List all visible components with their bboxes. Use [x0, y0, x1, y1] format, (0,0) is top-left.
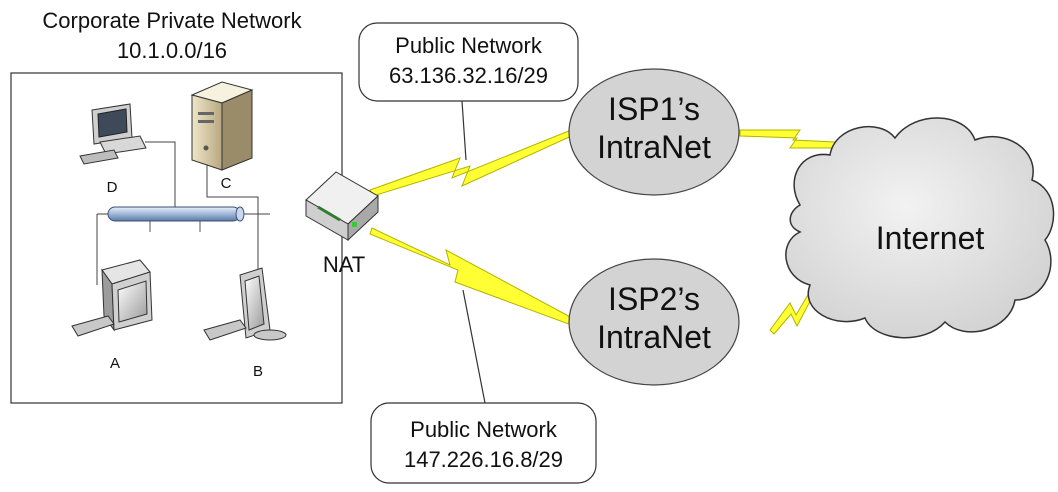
corporate-network-title: Corporate Private Network [42, 8, 302, 33]
public-network-1-leader [461, 100, 467, 161]
public-network-2-subnet: 147.226.16.8/29 [403, 447, 564, 472]
corporate-network-box [10, 72, 343, 404]
isp2-intranet-node [568, 258, 740, 386]
public-network-1-title: Public Network [395, 33, 542, 58]
isp1-intranet-node [568, 68, 740, 196]
internet-cloud [785, 117, 1055, 339]
public-network-2-title: Public Network [410, 417, 557, 442]
link-isp1-internet [739, 129, 836, 149]
isp1-label-line2: IntraNet [597, 129, 711, 165]
host-c-server [190, 81, 254, 171]
host-d-computer [79, 103, 147, 165]
host-b-label: B [252, 363, 263, 380]
public-network-1-subnet: 63.136.32.16/29 [388, 63, 549, 88]
host-d-label: D [106, 179, 118, 196]
public-network-2-leader [462, 289, 486, 404]
link-nat-isp2 [369, 227, 577, 327]
host-a-computer [71, 259, 153, 337]
internet-label: Internet [875, 220, 985, 256]
host-a-label: A [109, 355, 120, 372]
nat-router-icon [305, 171, 379, 242]
lan-cabling [96, 141, 259, 285]
public-network-1-box [358, 22, 579, 102]
host-b-computer [203, 267, 287, 341]
corporate-network-subnet: 10.1.0.0/16 [116, 38, 228, 63]
public-network-2-box [370, 402, 597, 484]
host-c-label: C [220, 175, 232, 192]
isp2-label-line2: IntraNet [597, 319, 711, 355]
lan-bus [97, 206, 270, 232]
isp2-label-line1: ISP2’s [608, 281, 700, 317]
isp1-label-line1: ISP1’s [608, 91, 700, 127]
link-nat-isp1 [369, 127, 579, 197]
nat-label: NAT [322, 252, 366, 277]
